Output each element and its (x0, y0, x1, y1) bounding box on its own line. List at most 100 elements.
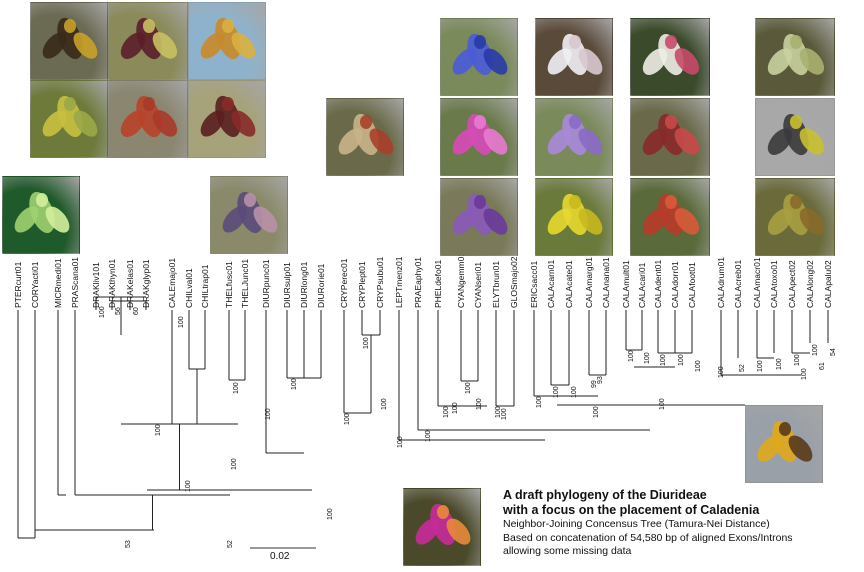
taxon-label: CHILval01 (184, 268, 194, 308)
taxon-label: PRAEaphy01 (413, 257, 423, 308)
support-value: 100 (718, 366, 725, 378)
support-value: 100 (476, 398, 483, 410)
support-value: 100 (185, 480, 192, 492)
support-value: 100 (233, 382, 240, 394)
photo-drakaea-4 (30, 80, 108, 158)
photo-drakaea-3 (188, 2, 266, 80)
taxon-label: CRYPerec01 (339, 258, 349, 308)
photo-caladenia-4 (755, 18, 835, 96)
photo-drakaea-5 (108, 80, 188, 158)
scale-bar-label: 0.02 (270, 551, 290, 562)
taxon-label: CALAmacr01 (752, 257, 762, 308)
photo-caladenia-2 (630, 98, 710, 176)
taxon-label: ELYTbrun01 (491, 261, 501, 308)
photo-drakaea-6 (188, 80, 266, 158)
support-value: 54 (830, 348, 837, 356)
taxon-label: ERICsacc01 (529, 260, 539, 308)
taxon-label: CALAdrum01 (716, 257, 726, 308)
petal-shape (63, 97, 77, 112)
photo-cyanicula-1 (440, 18, 518, 96)
support-value: 100 (443, 406, 450, 418)
petal-shape (568, 35, 582, 50)
taxon-label: CRYPsubu01 (375, 256, 385, 308)
taxon-label: CALAcari01 (637, 262, 647, 308)
support-value: 60 (133, 307, 140, 315)
support-value: 100 (465, 382, 472, 394)
taxon-label: DRAKliv101 (91, 262, 101, 308)
taxon-label: CALAcate01 (564, 260, 574, 308)
petal-shape (473, 115, 487, 130)
photo-cryptostylis (326, 98, 404, 176)
petal-shape (664, 115, 678, 130)
support-value: 100 (327, 508, 334, 520)
support-value: 100 (776, 358, 783, 370)
support-value: 100 (425, 430, 432, 442)
support-value: 100 (178, 316, 185, 328)
taxon-label: CYANgemm01 (456, 252, 466, 308)
photo-drakaea-2 (108, 2, 188, 80)
support-value: 99 (591, 380, 598, 388)
support-value: 100 (593, 406, 600, 418)
photo-caladenia-pink (403, 488, 481, 566)
support-value: 100 (536, 396, 543, 408)
photo-caladenia-5 (755, 98, 835, 176)
caption-line2: Based on concatenation of 54,580 bp of a… (503, 531, 793, 544)
support-value: 100 (801, 368, 808, 380)
support-value: 100 (231, 458, 238, 470)
taxon-label: PRAScana01 (70, 257, 80, 308)
petal-shape (778, 422, 792, 437)
photo-ericksonella-2 (535, 98, 613, 176)
support-value: 61 (819, 362, 826, 370)
support-value: 100 (501, 408, 508, 420)
taxon-label: CALAmult01 (621, 260, 631, 308)
support-value: 100 (344, 413, 351, 425)
support-value: 52 (227, 540, 234, 548)
support-value: 100 (381, 398, 388, 410)
photo-caladenia-6 (755, 178, 835, 256)
taxon-label: CALAnana01 (601, 257, 611, 308)
petal-shape (142, 19, 156, 34)
photo-caladenia-1 (630, 18, 710, 96)
photo-calochilus (210, 176, 288, 254)
support-value: 53 (125, 540, 132, 548)
petal-shape (473, 195, 487, 210)
support-value: 100 (812, 344, 819, 356)
support-value: 100 (659, 398, 666, 410)
taxon-label: CALAdorr01 (670, 261, 680, 308)
support-value: 100 (757, 360, 764, 372)
support-value: 100 (644, 352, 651, 364)
taxon-label: DRAKglyp01 (141, 259, 151, 308)
support-value: 100 (363, 337, 370, 349)
petal-shape (789, 115, 803, 130)
photo-drakaea-1 (30, 2, 108, 80)
support-value: 56 (115, 307, 122, 315)
petal-shape (221, 19, 235, 34)
taxon-label: DRAKelas01 (125, 259, 135, 308)
support-values: 100 56 60 100 100 100 100 100 100 100 100 100 100 100… (99, 306, 837, 548)
support-value: 100 (265, 408, 272, 420)
petal-shape (221, 97, 235, 112)
support-value: 100 (678, 354, 685, 366)
petal-shape (35, 193, 49, 208)
taxon-label: CRYPlept01 (357, 261, 367, 308)
photo-pterostylis (2, 176, 80, 254)
petal-shape (473, 35, 487, 50)
taxon-label: THELJunc01 (240, 259, 250, 308)
taxon-label: GLOSmajo02 (509, 256, 519, 308)
caption-title-line2: with a focus on the placement of Caladen… (503, 503, 760, 517)
petal-shape (568, 195, 582, 210)
petal-shape (436, 505, 450, 520)
support-value: 100 (452, 402, 459, 414)
support-value: 100 (99, 306, 106, 318)
taxon-label: DRAKthyn01 (107, 259, 117, 308)
petal-shape (359, 115, 373, 130)
taxon-label: CALAmarg01 (584, 257, 594, 308)
taxon-label: CALAfoot01 (687, 262, 697, 308)
support-value: 52 (739, 364, 746, 372)
taxon-label: PTERcurt01 (13, 261, 23, 308)
support-value: 100 (628, 350, 635, 362)
taxon-label: PHELdefo01 (433, 260, 443, 308)
taxon-label: CALAcarn01 (546, 260, 556, 308)
